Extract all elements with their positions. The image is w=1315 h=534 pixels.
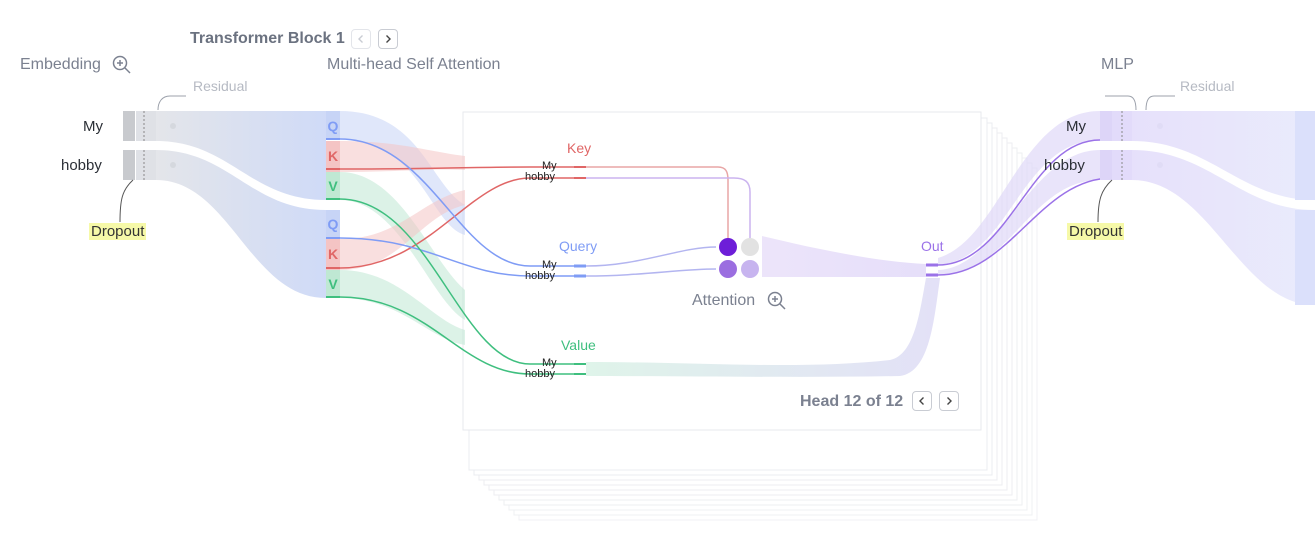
head-counter: Head 12 of 12 <box>800 393 904 410</box>
transformer-block-title: Transformer Block 1 <box>190 30 345 47</box>
embedding-zoom-in-icon[interactable] <box>112 55 132 75</box>
token-label[interactable]: My <box>1066 118 1086 135</box>
attention-cell <box>719 260 737 278</box>
residual-label-left: Residual <box>193 78 248 94</box>
block-next-button[interactable] <box>378 29 398 49</box>
value-row-token: hobby <box>525 368 555 380</box>
chevron-left-icon <box>358 35 363 43</box>
query-row-token: hobby <box>525 270 555 282</box>
mhsa-title: Multi-head Self Attention <box>327 56 501 73</box>
head-next-button[interactable] <box>939 391 959 411</box>
block-prev-button[interactable] <box>351 29 371 49</box>
dropout-label-left: Dropout <box>89 223 147 240</box>
attention-cell <box>741 260 759 278</box>
token-label[interactable]: My <box>83 118 103 135</box>
mlp-title: MLP <box>1101 56 1134 73</box>
residual-label-right: Residual <box>1180 78 1235 94</box>
k-letter: K <box>327 148 339 164</box>
chevron-right-icon <box>386 35 391 43</box>
value-row-token: My <box>542 357 557 369</box>
attention-label: Attention <box>692 292 756 309</box>
key-row-token: My <box>542 160 557 172</box>
dropout-label-right: Dropout <box>1067 223 1125 240</box>
key-label: Key <box>567 140 592 156</box>
k-letter: K <box>327 246 339 262</box>
attention-zoom-in-icon[interactable] <box>767 291 787 311</box>
out-label: Out <box>921 238 944 254</box>
query-label: Query <box>559 238 598 254</box>
v-letter: V <box>328 276 338 292</box>
value-label: Value <box>561 337 596 353</box>
v-letter: V <box>328 178 338 194</box>
token-label[interactable]: hobby <box>1044 157 1085 174</box>
key-row-token: hobby <box>525 171 555 183</box>
attention-cell <box>741 238 759 256</box>
q-letter: Q <box>327 216 339 232</box>
q-letter: Q <box>327 118 339 134</box>
query-row-token: My <box>542 259 557 271</box>
stacked-head-cards <box>462 111 1038 521</box>
chevron-left-icon <box>919 397 924 405</box>
token-label[interactable]: hobby <box>61 157 102 174</box>
embedding-title: Embedding <box>20 56 101 73</box>
chevron-right-icon <box>947 397 952 405</box>
head-prev-button[interactable] <box>912 391 932 411</box>
attention-cell <box>719 238 737 256</box>
